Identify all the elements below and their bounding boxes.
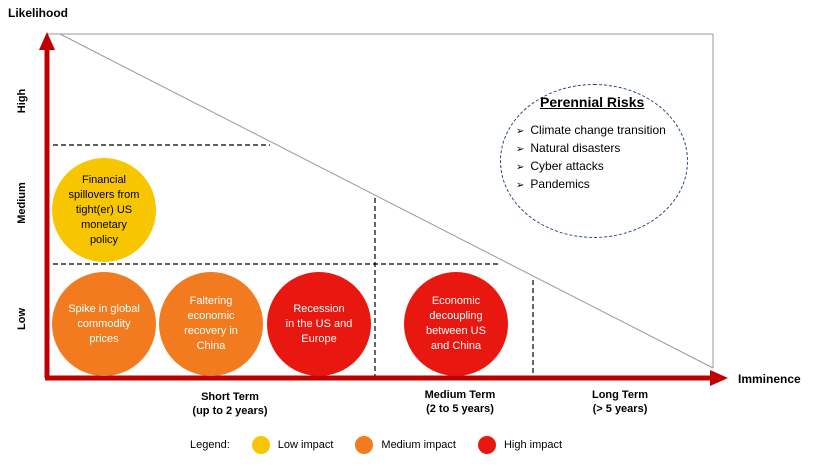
bubble-text-line: Europe	[301, 332, 337, 345]
legend-item-label: High impact	[503, 439, 563, 451]
bubble-text-line: in the US and	[285, 317, 353, 330]
term-medium-title: Medium Term	[424, 389, 496, 401]
risk-bubble-recession: Recession in the US and Europe	[267, 272, 371, 376]
legend-swatch-low	[251, 436, 270, 454]
bubble-text-line: tight(er) US	[75, 203, 133, 216]
bubble-text-line: spillovers from	[68, 188, 140, 201]
bubble-text-line: Spike in global	[68, 302, 140, 315]
perennial-risks-circle	[500, 84, 688, 238]
perennial-risks-list: Climate change transition Natural disast…	[516, 122, 666, 194]
bubble-text-line: China	[196, 340, 226, 352]
perennial-risk-item: Pandemics	[516, 176, 666, 194]
bubble-text-line: Recession	[293, 302, 345, 315]
term-long-range: (> 5 years)	[592, 403, 648, 415]
risk-bubble-financial-spillovers: Financial spillovers from tight(er) US m…	[52, 158, 156, 262]
term-short-title: Short Term	[201, 391, 259, 403]
risk-bubble-commodity-prices: Spike in global commodity prices	[52, 272, 156, 376]
legend: Legend: Low impact Medium impact High im…	[190, 436, 562, 454]
bubble-text-line: Faltering	[189, 295, 233, 307]
term-long-title: Long Term	[591, 389, 648, 401]
legend-item-medium: Medium impact	[355, 436, 456, 454]
legend-item-label: Medium impact	[381, 439, 456, 451]
y-axis-title: Likelihood	[8, 6, 68, 20]
risk-bubble-china-recovery: Faltering economic recovery in China	[159, 272, 263, 376]
x-axis-title: Imminence	[738, 372, 801, 386]
term-medium: Medium Term (2 to 5 years)	[395, 388, 525, 416]
bubble-text-line: policy	[89, 233, 119, 246]
bubble-text-line: Financial	[81, 173, 127, 186]
y-axis-arrowhead	[39, 32, 55, 50]
legend-label: Legend:	[190, 439, 230, 451]
legend-item-high: High impact	[477, 436, 563, 454]
bubble-text-line: Economic	[431, 295, 481, 307]
legend-item-label: Low impact	[277, 439, 334, 451]
bubble-text-line: economic	[187, 310, 235, 322]
bubble-text-line: monetary	[81, 218, 127, 231]
diagonal-line	[59, 33, 714, 369]
bubble-text-line: prices	[89, 332, 119, 345]
y-level-high: High	[16, 88, 28, 114]
bubble-text-line: decoupling	[429, 310, 483, 322]
term-medium-range: (2 to 5 years)	[426, 403, 494, 415]
legend-swatch-high	[477, 436, 496, 454]
risk-bubble-decoupling: Economic decoupling between US and China	[404, 272, 508, 376]
perennial-risk-item: Natural disasters	[516, 140, 666, 158]
bubble-text-line: recovery in	[184, 325, 238, 337]
term-long: Long Term (> 5 years)	[560, 388, 680, 416]
bubble-text-line: between US	[426, 325, 486, 337]
legend-swatch-medium	[355, 436, 374, 454]
perennial-risks-title: Perennial Risks	[540, 94, 645, 110]
legend-item-low: Low impact	[251, 436, 334, 454]
x-axis-arrowhead	[710, 370, 728, 386]
perennial-risk-item: Cyber attacks	[516, 158, 666, 176]
y-level-medium: Medium	[16, 182, 28, 224]
bubble-text-line: and China	[430, 340, 482, 352]
term-short-range: (up to 2 years)	[192, 405, 268, 417]
term-short: Short Term (up to 2 years)	[160, 390, 300, 418]
y-level-low: Low	[16, 308, 28, 330]
bubble-text-line: commodity	[77, 317, 131, 330]
perennial-risk-item: Climate change transition	[516, 122, 665, 140]
